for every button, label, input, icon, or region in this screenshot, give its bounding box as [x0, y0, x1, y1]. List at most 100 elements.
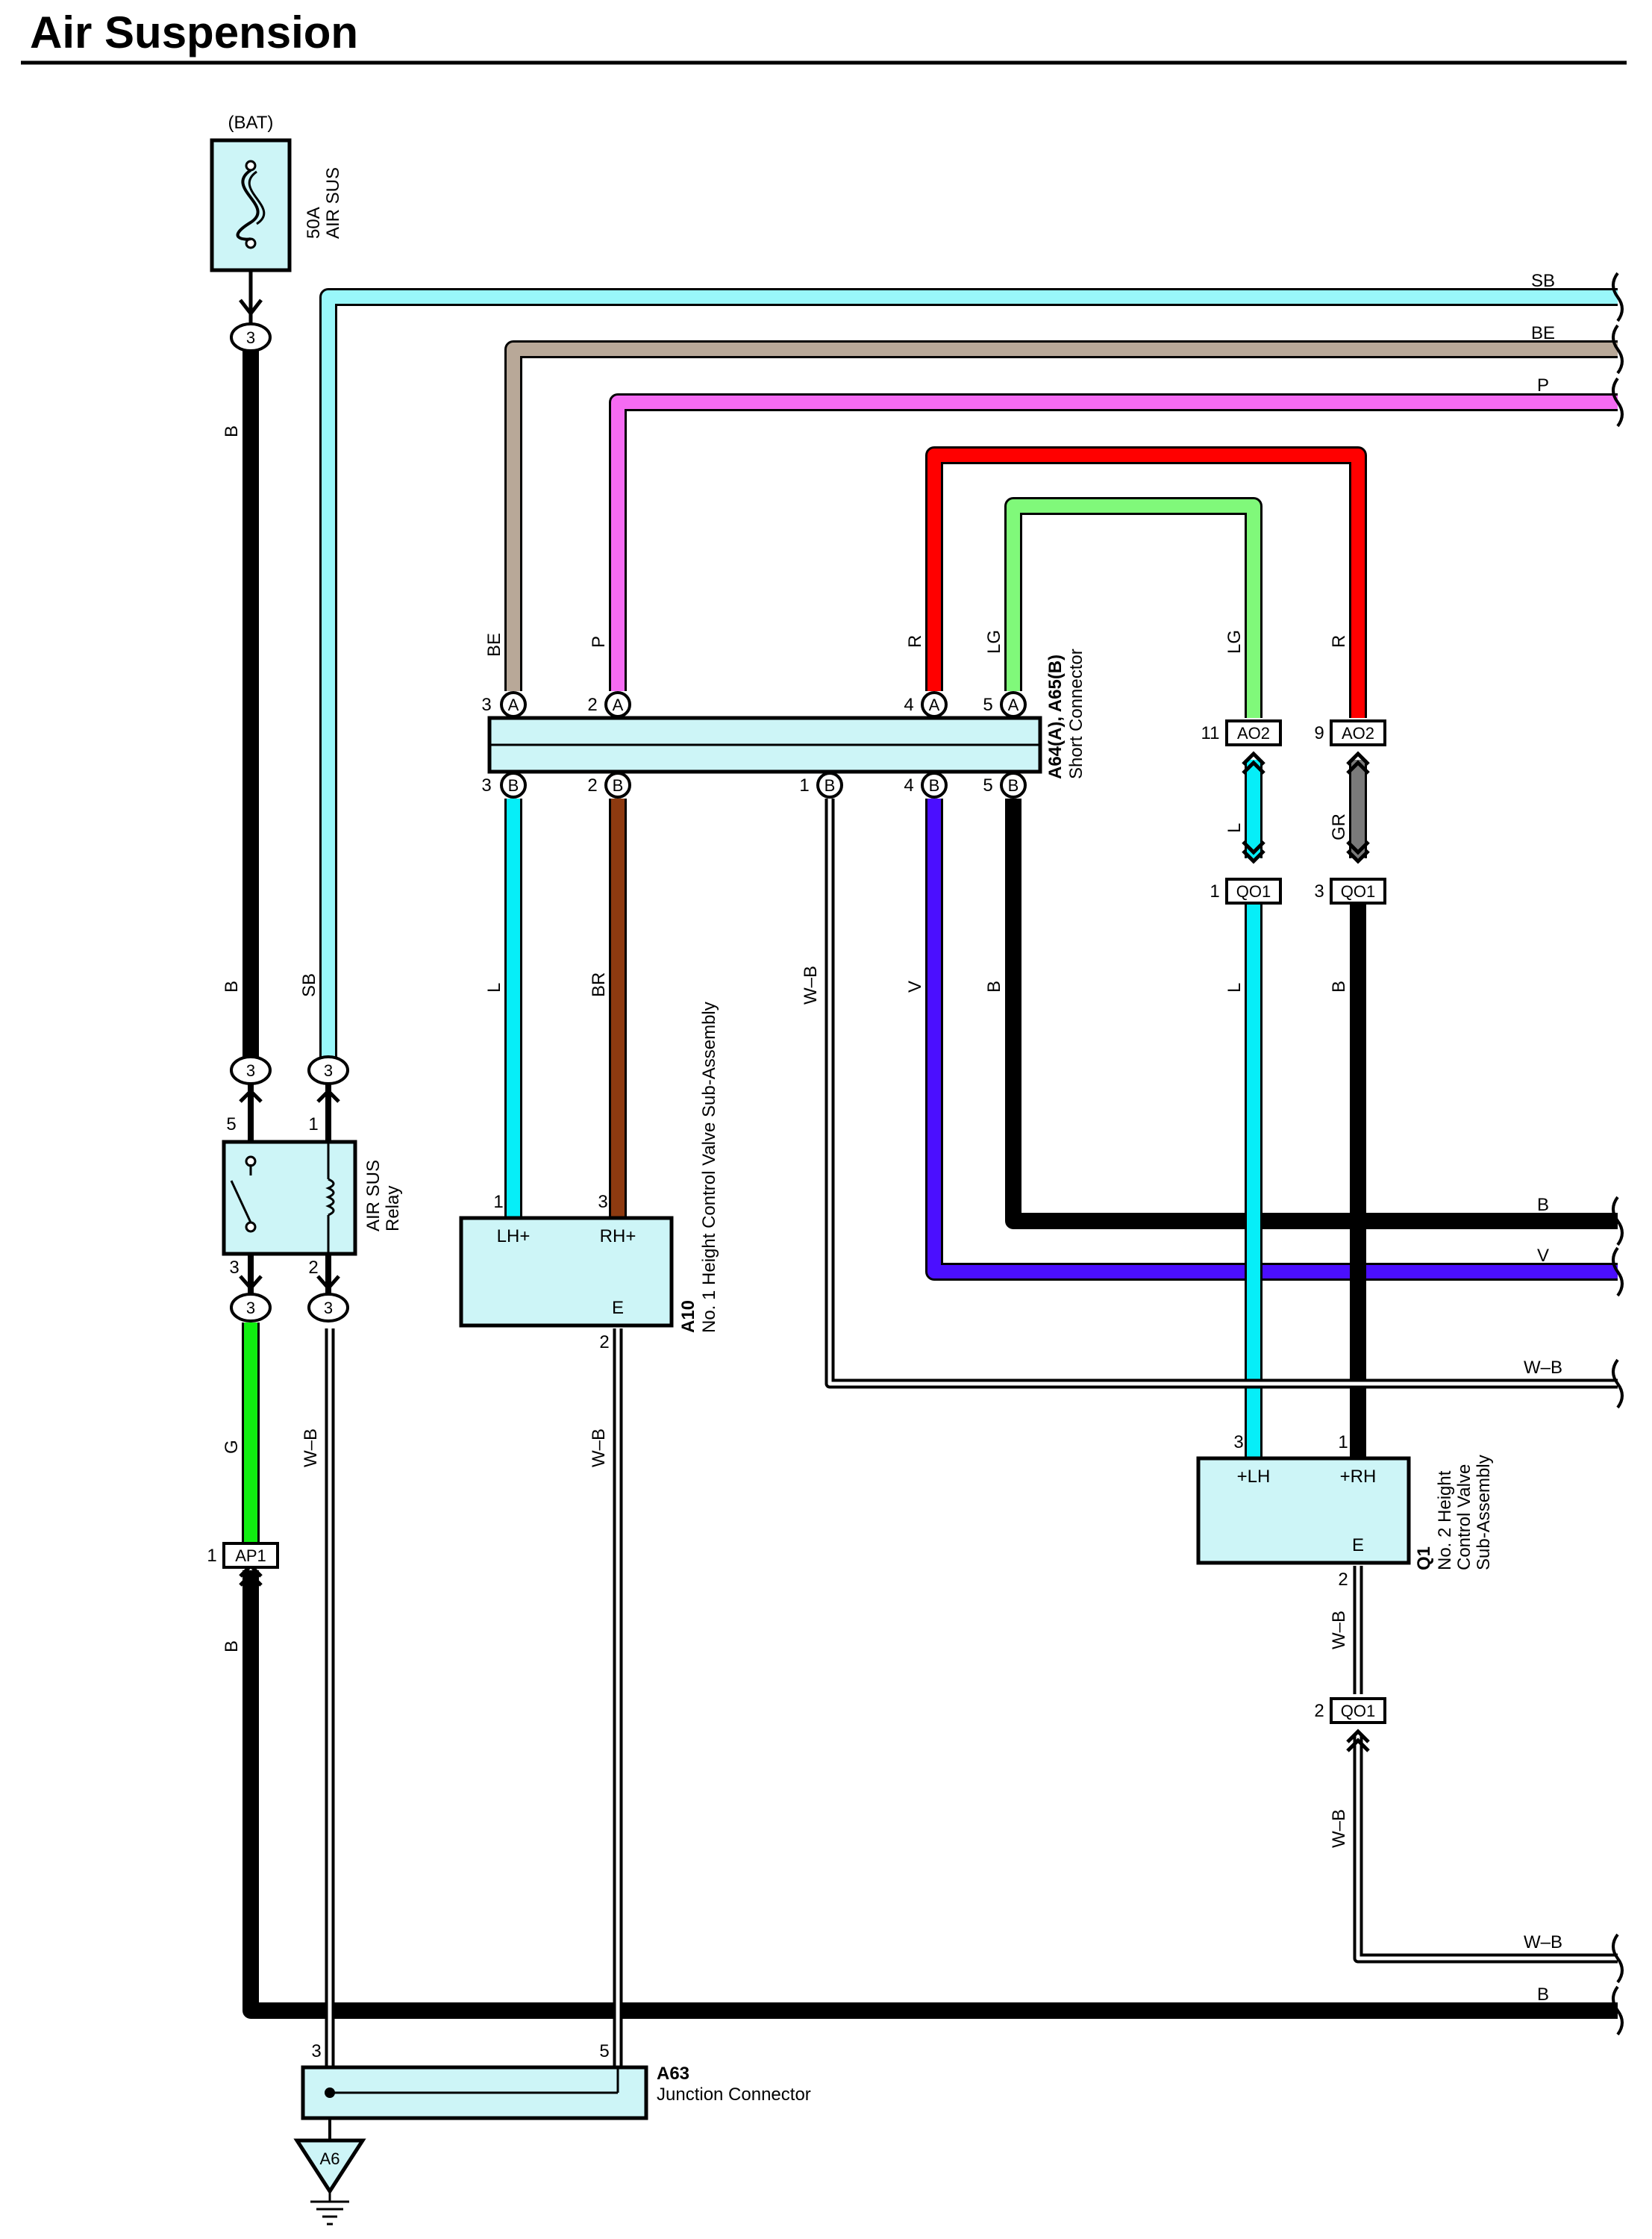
short-connector-pins-b: B B B B B: [500, 772, 1027, 799]
svg-text:B: B: [929, 776, 940, 795]
svg-text:3: 3: [324, 1061, 333, 1080]
svg-text:AO2: AO2: [1237, 724, 1270, 743]
svg-text:B: B: [222, 981, 242, 993]
wire-v: [925, 799, 1618, 1281]
svg-text:LG: LG: [1224, 630, 1245, 654]
svg-text:B: B: [984, 981, 1004, 993]
svg-text:2: 2: [1314, 1701, 1324, 1721]
svg-text:L: L: [484, 983, 504, 993]
svg-text:V: V: [1537, 1246, 1549, 1266]
relay-pin-5: 5: [226, 1114, 236, 1134]
svg-text:3: 3: [246, 328, 255, 347]
svg-text:B: B: [1008, 776, 1019, 795]
svg-text:W–B: W–B: [1524, 1932, 1562, 1952]
svg-text:W–B: W–B: [589, 1428, 609, 1467]
svg-text:2: 2: [587, 775, 597, 796]
wire-wb: [325, 799, 1618, 2067]
connector-ap1-1: AP1 1: [207, 1542, 279, 1569]
wire-break-marks: [1612, 272, 1624, 2036]
svg-text:2: 2: [587, 695, 597, 715]
svg-text:1: 1: [1210, 881, 1219, 902]
short-connector-code: A64(A), A65(B): [1045, 655, 1066, 779]
connector-qo1-1: QO1 1: [1210, 878, 1282, 905]
svg-text:A: A: [929, 696, 940, 714]
svg-text:A: A: [613, 696, 624, 714]
svg-text:B: B: [825, 776, 836, 795]
connector-qo1-2: QO1 2: [1314, 1697, 1386, 1724]
svg-text:4: 4: [904, 775, 913, 796]
q1-name3: Sub-Assembly: [1474, 1455, 1494, 1570]
svg-text:BR: BR: [589, 972, 609, 997]
svg-text:W–B: W–B: [801, 966, 821, 1005]
oval-connector-relay-5: 3: [230, 1055, 272, 1085]
relay-pin-1: 1: [308, 1114, 318, 1134]
q1-code: Q1: [1414, 1546, 1434, 1570]
svg-text:3: 3: [324, 1299, 333, 1317]
svg-text:AO2: AO2: [1342, 724, 1374, 743]
fuse-rating: 50A: [304, 207, 324, 239]
a10-pin-rh: 3: [598, 1192, 607, 1212]
fuse-source: (BAT): [228, 113, 274, 133]
svg-text:AP1: AP1: [235, 1546, 266, 1565]
valve-a10: LH+ RH+ E 1 3 2 A10 No. 1 Height Control…: [459, 1002, 719, 1352]
a10-rh-label: RH+: [600, 1226, 636, 1246]
a63-pin-left: 3: [311, 2041, 321, 2061]
oval-connector-fuse: 3: [230, 322, 272, 352]
wire-b-bottom: [243, 1570, 1618, 2019]
svg-text:3: 3: [1314, 881, 1324, 902]
svg-text:SB: SB: [299, 973, 319, 997]
a63-code: A63: [657, 2064, 689, 2084]
svg-text:R: R: [905, 635, 925, 648]
svg-text:L: L: [1224, 823, 1245, 833]
svg-text:BE: BE: [484, 633, 504, 657]
a63-pin-right: 5: [599, 2041, 609, 2061]
svg-text:W–B: W–B: [1329, 1809, 1349, 1848]
svg-text:11: 11: [1201, 723, 1220, 743]
a10-lh-label: LH+: [497, 1226, 531, 1246]
q1-lh-label: +LH: [1237, 1467, 1271, 1487]
wire-b-pin5: [1005, 799, 1618, 1229]
relay-name: AIR SUS: [363, 1160, 384, 1231]
svg-text:P: P: [589, 636, 609, 648]
chevron-marks: [239, 299, 1370, 1752]
wire-p: [609, 393, 1618, 691]
a10-pin-e: 2: [599, 1332, 609, 1352]
connector-qo1-3: QO1 3: [1314, 878, 1386, 905]
svg-text:BE: BE: [1531, 323, 1555, 343]
svg-text:L: L: [1224, 983, 1245, 993]
wire-labels: SB BE P B V W–B W–B B B B SB G W–B B BE …: [222, 271, 1562, 2005]
fuse-50a-air-sus: (BAT) 50A AIR SUS: [210, 113, 343, 272]
a63-name: Junction Connector: [657, 2085, 811, 2105]
svg-text:3: 3: [246, 1061, 255, 1080]
connector-ao2-11: AO2 11: [1201, 719, 1282, 746]
svg-text:GR: GR: [1329, 814, 1349, 840]
svg-text:1: 1: [799, 775, 809, 796]
svg-text:W–B: W–B: [301, 1428, 321, 1467]
svg-text:QO1: QO1: [1236, 882, 1271, 901]
q1-e-label: E: [1352, 1535, 1364, 1555]
svg-text:B: B: [508, 776, 519, 795]
a10-pin-lh: 1: [493, 1192, 503, 1212]
svg-text:A: A: [1008, 696, 1019, 714]
short-connector-name: Short Connector: [1066, 649, 1086, 779]
svg-text:1: 1: [207, 1546, 216, 1566]
a10-e-label: E: [612, 1298, 624, 1318]
oval-connector-relay-1: 3: [307, 1055, 349, 1085]
q1-name2: Control Valve: [1454, 1464, 1474, 1570]
short-connector-a64-a65: A64(A), A65(B) Short Connector: [487, 649, 1086, 779]
svg-text:G: G: [222, 1440, 242, 1454]
relay-name2: Relay: [383, 1186, 403, 1231]
svg-text:B: B: [222, 425, 242, 437]
svg-text:R: R: [1329, 635, 1349, 648]
short-connector-pins-a: A A A A: [500, 691, 1027, 718]
relay-pin-3: 3: [229, 1258, 239, 1278]
svg-text:4: 4: [904, 695, 913, 715]
boxed-connectors: AO2 11 AO2 9 QO1 1 QO1 3 QO1 2 AP1 1: [207, 719, 1386, 1724]
a10-name: No. 1 Height Control Valve Sub-Assembly: [699, 1002, 719, 1333]
q1-pin-lh: 3: [1233, 1432, 1243, 1452]
svg-text:B: B: [1537, 1195, 1549, 1215]
svg-text:W–B: W–B: [1524, 1358, 1562, 1378]
svg-text:P: P: [1537, 375, 1549, 396]
wire-r: [925, 446, 1367, 718]
